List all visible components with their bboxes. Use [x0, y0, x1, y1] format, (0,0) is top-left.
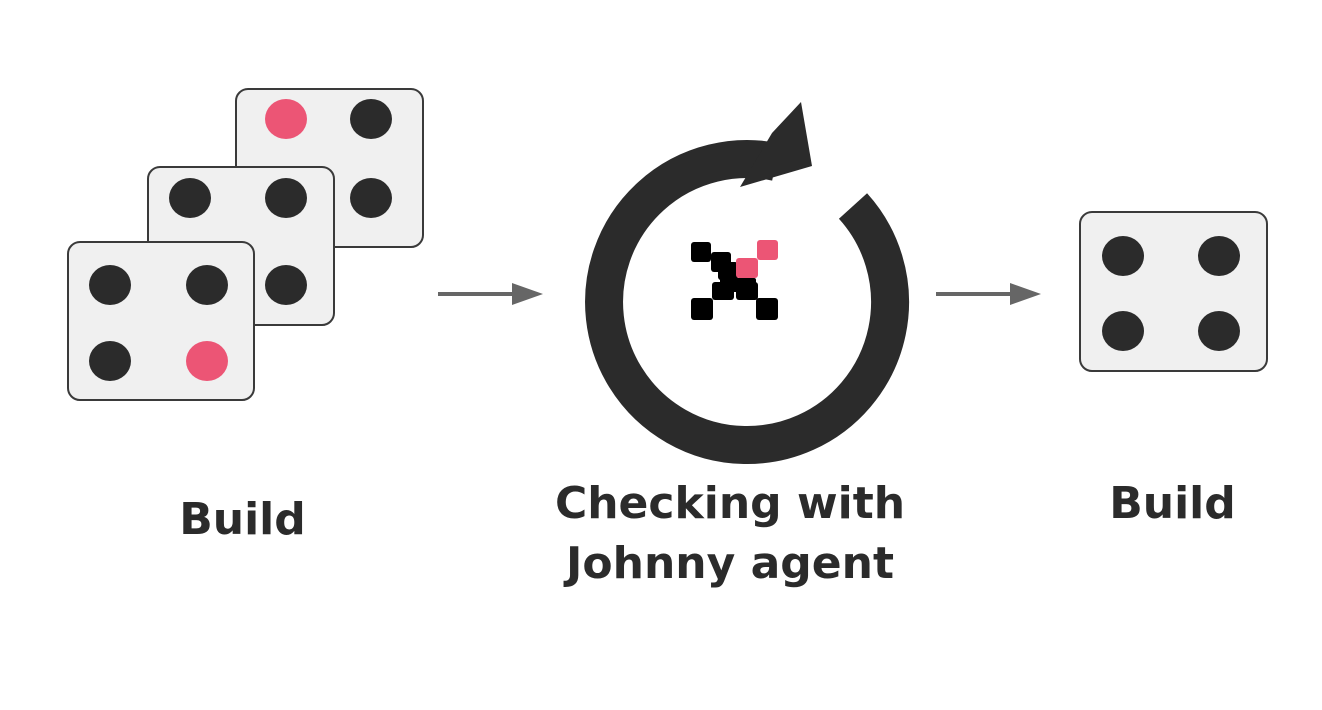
- pip: [1198, 311, 1240, 351]
- pip: [265, 99, 307, 139]
- pip: [89, 341, 131, 381]
- checking-label-line2: Johnny agent: [566, 538, 894, 589]
- die-four-icon: [1079, 211, 1268, 372]
- build-label-text: Build: [1109, 478, 1236, 529]
- pip: [265, 265, 307, 305]
- pip: [1102, 236, 1144, 276]
- pip: [169, 178, 211, 218]
- build-label-text: Build: [179, 494, 306, 545]
- pip: [1102, 311, 1144, 351]
- pip: [89, 265, 131, 305]
- pip: [350, 178, 392, 218]
- arrow-right-icon: [936, 283, 1041, 305]
- build-label-left: Build: [100, 490, 385, 550]
- checking-label: Checking with Johnny agent: [520, 474, 940, 594]
- pip: [265, 178, 307, 218]
- arrow-right-icon: [438, 283, 543, 305]
- build-label-right: Build: [1030, 474, 1315, 534]
- pip: [350, 99, 392, 139]
- pip: [186, 265, 228, 305]
- johnny-agent-logo-icon: [691, 240, 778, 320]
- dice-stack-icon: [67, 88, 424, 401]
- refresh-cycle-icon: [585, 102, 910, 464]
- pip: [1198, 236, 1240, 276]
- checking-label-line1: Checking with: [554, 478, 906, 529]
- die-front: [67, 241, 255, 401]
- pip: [186, 341, 228, 381]
